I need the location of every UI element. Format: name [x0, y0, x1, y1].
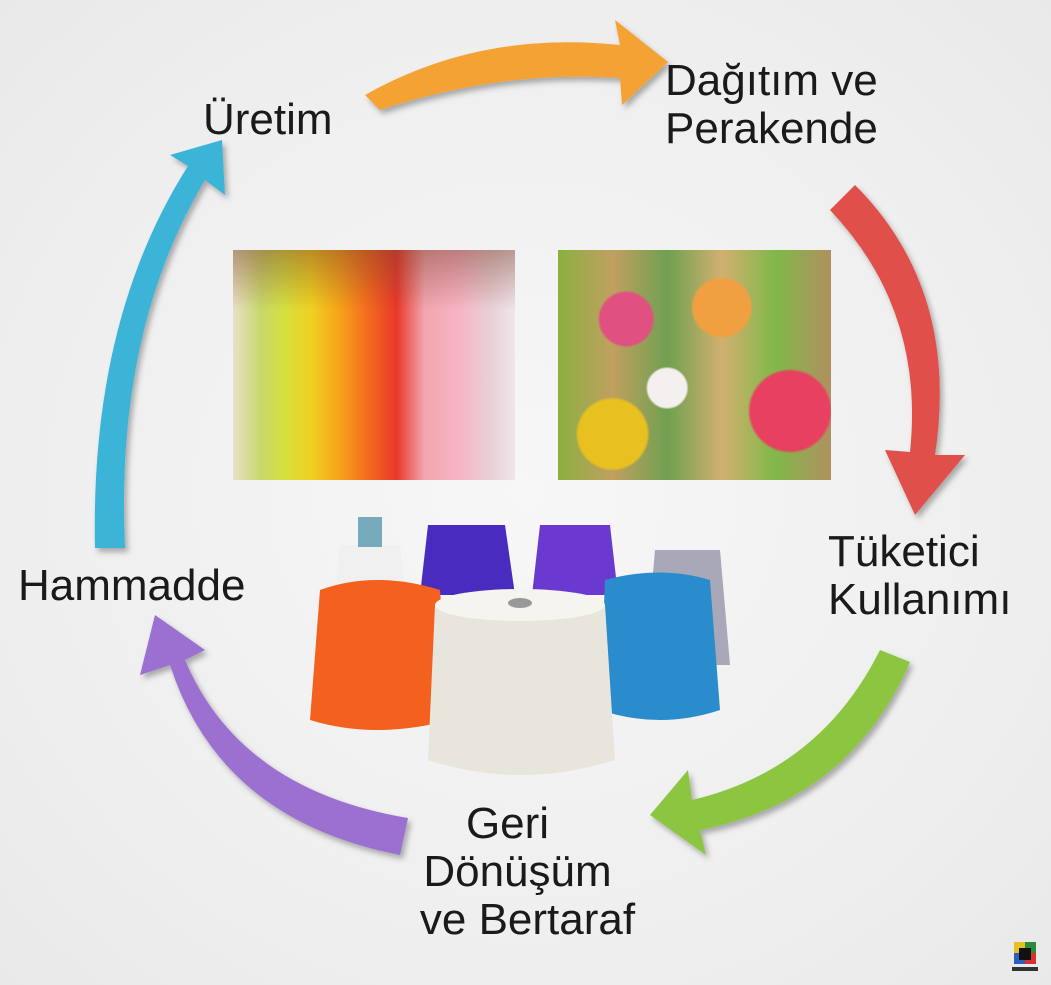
arrow-uretim-to-dagitim — [365, 20, 668, 110]
label-line: ve Bertaraf — [419, 895, 636, 944]
label-line: Dağıtım ve — [665, 56, 878, 105]
label-line: Geri — [465, 799, 550, 848]
stage-label-hammadde: Hammadde — [18, 561, 246, 610]
arrow-geri-to-hammadde — [140, 615, 408, 855]
dyed-yarn-skeins-photo — [233, 250, 515, 480]
stage-label-geri: Geri Dönüşüm ve Bertaraf — [410, 800, 645, 944]
label-line: Tüketici — [828, 527, 980, 576]
stage-label-tuketici: Tüketici Kullanımı — [828, 528, 1011, 624]
label-line: Dönüşüm — [423, 847, 612, 896]
arrow-dagitim-to-tuketici — [830, 185, 965, 515]
arrow-tuketici-to-geri — [650, 650, 910, 855]
colorful-wool-photo — [558, 250, 831, 480]
yarn-cones-photo — [310, 517, 730, 775]
logo — [1012, 942, 1038, 971]
arrow-hammadde-to-uretim — [94, 140, 225, 548]
stage-label-uretim: Üretim — [203, 95, 333, 144]
label-line: Kullanımı — [828, 575, 1012, 624]
label-line: Perakende — [665, 104, 878, 153]
stage-label-dagitim: Dağıtım ve Perakende — [665, 57, 878, 153]
